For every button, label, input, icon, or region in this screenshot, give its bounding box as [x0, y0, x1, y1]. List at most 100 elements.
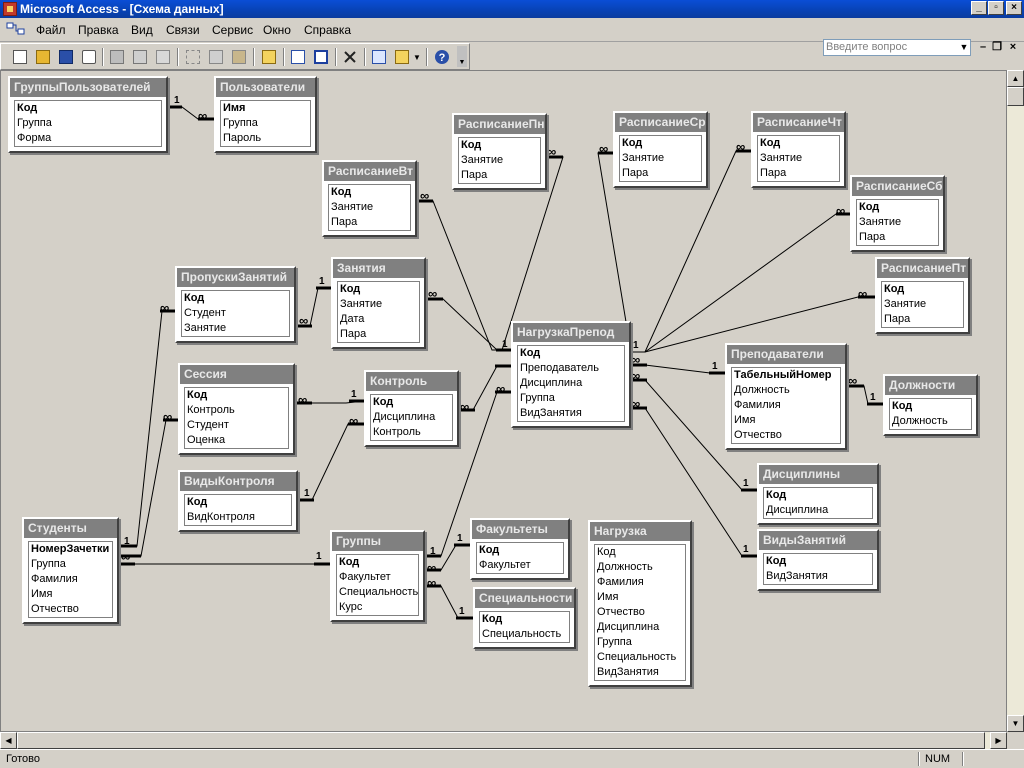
save-icon[interactable]	[57, 48, 75, 66]
table-field[interactable]: Дисциплина	[520, 377, 583, 389]
copy-icon[interactable]	[207, 48, 225, 66]
table-field[interactable]: Фамилия	[31, 573, 78, 585]
table-field[interactable]: Имя	[31, 588, 53, 600]
table-title[interactable]: ВидыЗанятий	[759, 531, 877, 550]
table-field[interactable]: Дисциплина	[597, 621, 660, 633]
primary-key-field[interactable]: НомерЗачетки	[31, 543, 110, 555]
primary-key-field[interactable]: Код	[461, 139, 482, 151]
table-title[interactable]: Должности	[885, 376, 976, 395]
table-field[interactable]: Контроль	[187, 404, 235, 416]
scroll-right-icon[interactable]: ▶	[990, 732, 1007, 749]
table-field[interactable]: Группа	[520, 392, 555, 404]
table-field[interactable]: Занятие	[461, 154, 504, 166]
show-all-icon[interactable]	[312, 48, 330, 66]
scroll-up-icon[interactable]: ▲	[1007, 70, 1024, 87]
table-field[interactable]: Дисциплина	[373, 411, 436, 423]
table-field[interactable]: Пара	[622, 167, 649, 179]
menu-help[interactable]: Справка	[304, 23, 352, 37]
table-field[interactable]: Дата	[340, 313, 365, 325]
relationship-line[interactable]	[426, 298, 511, 351]
table-title[interactable]: РасписаниеПн	[454, 115, 545, 134]
new-icon[interactable]	[11, 48, 29, 66]
vertical-scroll-thumb[interactable]	[1007, 87, 1024, 106]
table-field[interactable]: Пара	[461, 169, 488, 181]
table-title[interactable]: Факультеты	[472, 520, 568, 539]
relationship-line[interactable]	[847, 385, 883, 405]
table-field[interactable]: Пара	[760, 167, 787, 179]
minimize-button[interactable]: _	[971, 1, 987, 15]
primary-key-field[interactable]: Код	[373, 396, 394, 408]
restore-button[interactable]: ▫	[988, 1, 1004, 15]
table-field[interactable]: Группа	[31, 558, 66, 570]
table-field[interactable]: Пара	[340, 328, 367, 340]
table-field[interactable]: Должность	[597, 561, 653, 573]
table-field[interactable]: Фамилия	[597, 576, 644, 588]
table-field[interactable]: Специальность	[482, 628, 562, 640]
help-question-input[interactable]: Введите вопрос	[823, 39, 971, 56]
delete-icon[interactable]	[341, 48, 359, 66]
primary-key-field[interactable]: Код	[622, 137, 643, 149]
table-title[interactable]: РасписаниеСр	[615, 113, 706, 132]
relationship-line[interactable]	[417, 200, 511, 351]
table-field[interactable]: ВидЗанятия	[597, 666, 659, 678]
table-field[interactable]: Занятие	[859, 216, 902, 228]
table-title[interactable]: ПропускиЗанятий	[177, 268, 294, 287]
table-title[interactable]: Нагрузка	[590, 522, 690, 541]
primary-key-field[interactable]: Код	[479, 544, 500, 556]
relationships-window-icon[interactable]	[6, 21, 26, 37]
new-object-icon[interactable]	[393, 48, 411, 66]
table-field[interactable]: Пара	[859, 231, 886, 243]
primary-key-field[interactable]: Код	[187, 496, 208, 508]
chevron-down-icon[interactable]: ▼	[959, 42, 969, 52]
table-field[interactable]: Занятие	[622, 152, 665, 164]
table-title[interactable]: РасписаниеЧт	[753, 113, 844, 132]
chevron-down-icon[interactable]: ▼	[413, 53, 421, 62]
table-field[interactable]: Пароль	[223, 132, 262, 144]
table-field[interactable]: Отчество	[31, 603, 79, 615]
primary-key-field[interactable]: ТабельныйНомер	[734, 369, 832, 381]
help-icon[interactable]: ?	[433, 48, 451, 66]
table-field[interactable]: Занятие	[884, 298, 927, 310]
primary-key-field[interactable]: Код	[331, 186, 352, 198]
primary-key-field[interactable]: Код	[340, 283, 361, 295]
table-field[interactable]: Занятие	[331, 201, 374, 213]
table-title[interactable]: Преподаватели	[727, 345, 845, 364]
table-field[interactable]: ВидЗанятия	[766, 570, 828, 582]
table-title[interactable]: НагрузкаПрепод	[513, 323, 629, 342]
table-title[interactable]: Дисциплины	[759, 465, 877, 484]
table-title[interactable]: ГруппыПользователей	[10, 78, 166, 97]
table-title[interactable]: Занятия	[333, 259, 424, 278]
relationship-line[interactable]	[119, 310, 175, 547]
table-field[interactable]: Специальность	[597, 651, 677, 663]
table-field[interactable]: Курс	[339, 601, 363, 613]
open-icon[interactable]	[34, 48, 52, 66]
scroll-down-icon[interactable]: ▼	[1007, 715, 1024, 732]
mdi-restore-button[interactable]: ❐	[992, 41, 1002, 53]
table-title[interactable]: Группы	[332, 532, 423, 551]
primary-key-field[interactable]: Код	[339, 556, 360, 568]
table-field[interactable]: Должность	[734, 384, 790, 396]
relationship-line[interactable]	[631, 213, 850, 353]
table-field[interactable]: Должность	[892, 415, 948, 427]
table-title[interactable]: РасписаниеВт	[324, 162, 415, 181]
scroll-left-icon[interactable]: ◀	[0, 732, 17, 749]
menu-relationships[interactable]: Связи	[166, 23, 200, 37]
show-direct-icon[interactable]	[289, 48, 307, 66]
table-field[interactable]: Занятие	[760, 152, 803, 164]
table-title[interactable]: Пользователи	[216, 78, 315, 97]
table-title[interactable]: ВидыКонтроля	[180, 472, 296, 491]
table-field[interactable]: Специальность	[339, 586, 418, 598]
